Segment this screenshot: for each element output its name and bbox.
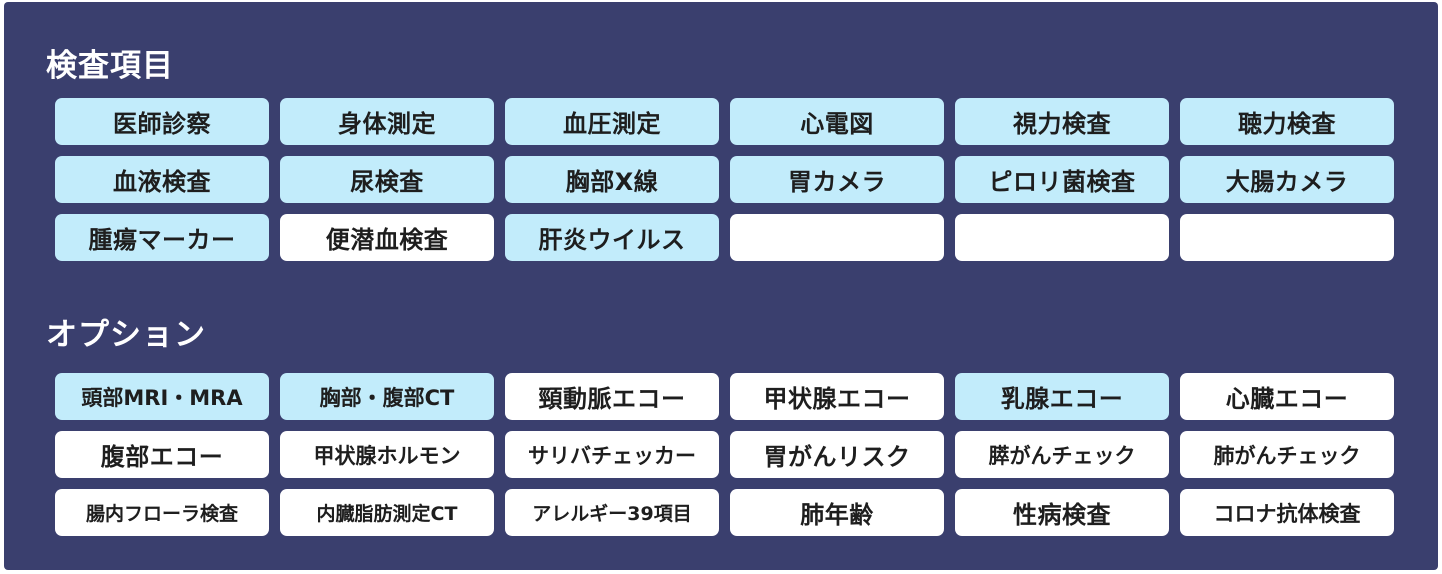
option-item[interactable]: 肺がんチェック (1180, 431, 1394, 478)
empty-exam-slot[interactable] (955, 214, 1169, 261)
exam-item[interactable]: 心電図 (730, 98, 944, 145)
option-item[interactable]: 膵がんチェック (955, 431, 1169, 478)
exam-item[interactable]: 医師診察 (55, 98, 269, 145)
exam-item[interactable]: 便潜血検査 (280, 214, 494, 261)
exam-item[interactable]: 聴力検査 (1180, 98, 1394, 145)
exam-item[interactable]: 胸部X線 (505, 156, 719, 203)
option-item[interactable]: アレルギー39項目 (505, 489, 719, 536)
exam-section-title: 検査項目 (46, 48, 174, 84)
option-item[interactable]: 乳腺エコー (955, 373, 1169, 420)
exam-items-grid: 医師診察 身体測定 血圧測定 心電図 視力検査 聴力検査 血液検査 尿検査 胸部… (55, 98, 1394, 261)
option-item[interactable]: サリバチェッカー (505, 431, 719, 478)
option-item[interactable]: 腹部エコー (55, 431, 269, 478)
option-item[interactable]: 性病検査 (955, 489, 1169, 536)
exam-item[interactable]: 大腸カメラ (1180, 156, 1394, 203)
exam-item[interactable]: 血圧測定 (505, 98, 719, 145)
option-item[interactable]: 内臓脂肪測定CT (280, 489, 494, 536)
exam-item[interactable]: 肝炎ウイルス (505, 214, 719, 261)
empty-exam-slot[interactable] (730, 214, 944, 261)
empty-exam-slot[interactable] (1180, 214, 1394, 261)
exam-item[interactable]: 視力検査 (955, 98, 1169, 145)
option-item[interactable]: 腸内フローラ検査 (55, 489, 269, 536)
exam-item[interactable]: 尿検査 (280, 156, 494, 203)
exam-item[interactable]: 身体測定 (280, 98, 494, 145)
option-section-title: オプション (46, 317, 206, 353)
exam-item[interactable]: ピロリ菌検査 (955, 156, 1169, 203)
option-item[interactable]: 甲状腺エコー (730, 373, 944, 420)
option-item[interactable]: 頭部MRI・MRA (55, 373, 269, 420)
option-item[interactable]: 頸動脈エコー (505, 373, 719, 420)
option-item[interactable]: 肺年齢 (730, 489, 944, 536)
option-item[interactable]: 甲状腺ホルモン (280, 431, 494, 478)
exam-item[interactable]: 腫瘍マーカー (55, 214, 269, 261)
option-items-grid: 頭部MRI・MRA 胸部・腹部CT 頸動脈エコー 甲状腺エコー 乳腺エコー 心臓… (55, 373, 1394, 536)
exam-item[interactable]: 胃カメラ (730, 156, 944, 203)
option-item[interactable]: 胸部・腹部CT (280, 373, 494, 420)
option-item[interactable]: コロナ抗体検査 (1180, 489, 1394, 536)
checkup-panel: 検査項目 医師診察 身体測定 血圧測定 心電図 視力検査 聴力検査 血液検査 尿… (4, 2, 1438, 570)
exam-item[interactable]: 血液検査 (55, 156, 269, 203)
option-item[interactable]: 胃がんリスク (730, 431, 944, 478)
option-item[interactable]: 心臓エコー (1180, 373, 1394, 420)
